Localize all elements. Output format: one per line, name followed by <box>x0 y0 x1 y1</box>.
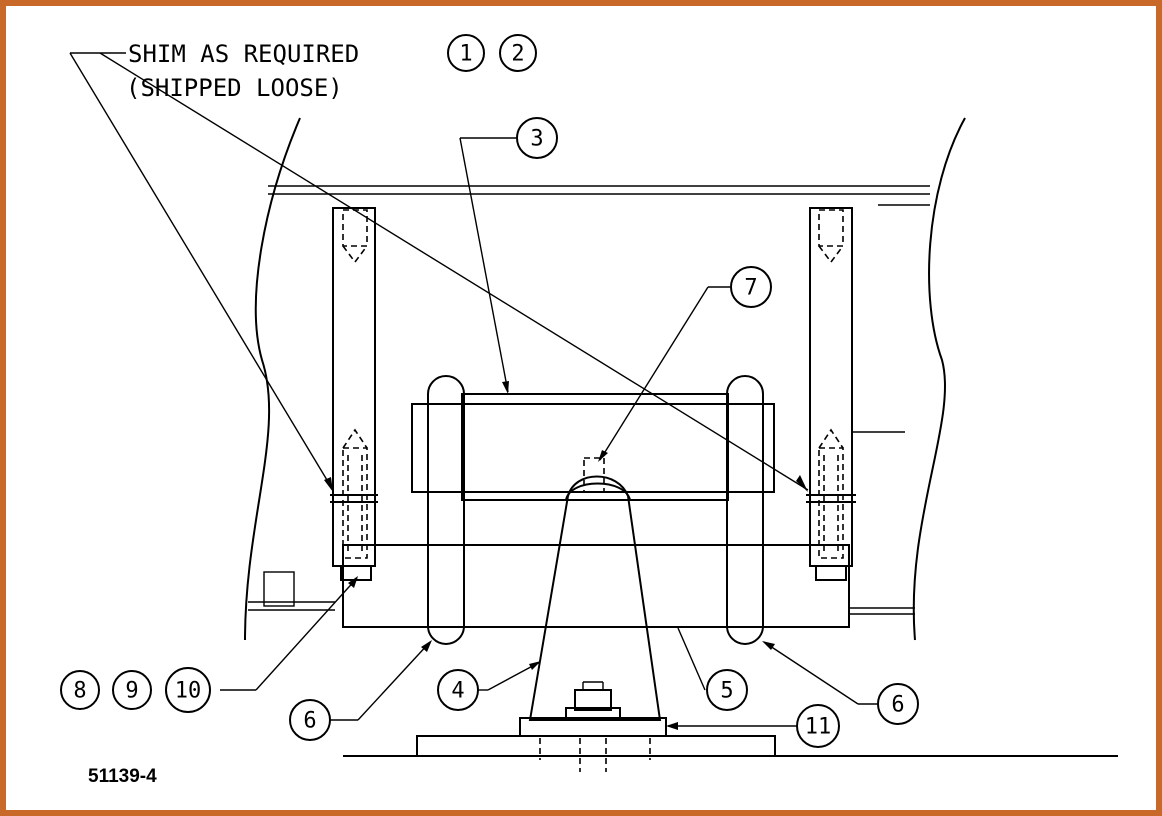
callout-6-left <box>289 699 331 741</box>
callout-10 <box>165 667 211 713</box>
callout-11-label: 11 <box>805 715 832 740</box>
callout-6-left-label: 6 <box>303 709 316 734</box>
leader-shim-left <box>69 52 334 491</box>
left-ring <box>427 375 465 645</box>
callout-4-label: 4 <box>451 679 464 704</box>
callout-8 <box>60 670 100 710</box>
callout-9-label: 9 <box>125 679 138 704</box>
note-line-2: (SHIPPED LOOSE) <box>126 74 343 102</box>
right-break-line <box>912 117 966 641</box>
right-nut <box>815 565 847 581</box>
callout-1-label: 1 <box>459 42 472 67</box>
base-pad <box>342 544 850 628</box>
callout-4 <box>437 669 479 711</box>
leader-5 <box>677 627 706 691</box>
callout-5-label: 5 <box>720 679 733 704</box>
left-vertical-bar <box>332 207 376 567</box>
note-line-1: SHIM AS REQUIRED <box>128 40 359 68</box>
callout-3 <box>516 117 558 159</box>
right-top-bolt-hole <box>818 209 844 247</box>
callout-6-right <box>877 683 919 725</box>
callout-3-label: 3 <box>530 127 543 152</box>
callout-10-label: 10 <box>175 679 202 704</box>
right-ring <box>726 375 764 645</box>
pin-hidden <box>583 457 605 493</box>
callout-9 <box>112 670 152 710</box>
leader-shim-right <box>99 52 809 491</box>
callout-1 <box>447 34 485 72</box>
roller-end-caps <box>411 403 775 493</box>
left-small-block <box>263 571 295 607</box>
callout-6-right-label: 6 <box>891 693 904 718</box>
callout-2-label: 2 <box>511 42 524 67</box>
left-break-line <box>244 117 301 641</box>
callout-7-label: 7 <box>744 276 757 301</box>
trunnion-support <box>528 475 662 721</box>
base-nut <box>574 689 612 711</box>
callout-8-label: 8 <box>73 679 86 704</box>
callout-11 <box>796 704 840 748</box>
callout-7 <box>730 266 772 308</box>
drawing-number: 51139-4 <box>88 766 157 787</box>
callout-5 <box>706 669 748 711</box>
callout-2 <box>499 34 537 72</box>
foundation-plate <box>416 735 776 757</box>
